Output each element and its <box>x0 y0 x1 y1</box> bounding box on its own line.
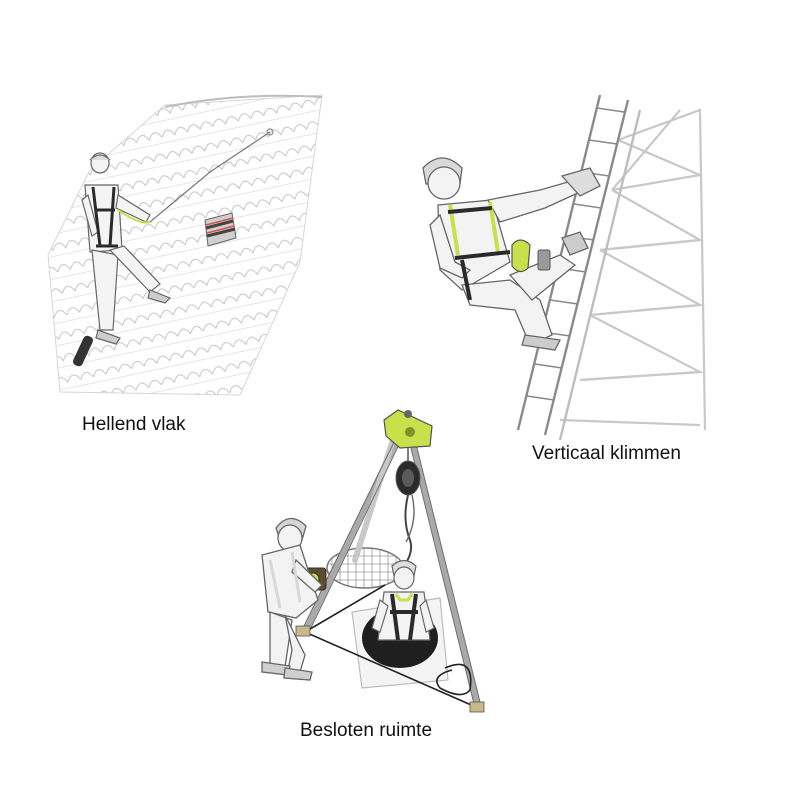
roof-worker-harness <box>91 186 118 248</box>
roof-anchor-icon <box>266 128 274 136</box>
roof-ridge <box>164 94 323 108</box>
caption-hellend-vlak: Hellend vlak <box>82 414 186 435</box>
roof-surface <box>47 94 323 396</box>
coiled-rope <box>436 663 472 696</box>
lanyard <box>117 209 151 224</box>
lifeline <box>149 131 271 223</box>
tripod-rescue-illustration <box>261 409 485 713</box>
tripod-foot-left <box>295 625 311 637</box>
rope-end-icon <box>73 335 93 367</box>
fall-arrester-icon <box>395 448 421 496</box>
tower-lattice <box>559 108 707 431</box>
operator-worker <box>261 517 323 681</box>
confined-space-worker <box>371 559 435 641</box>
caption-besloten-ruimte: Besloten ruimte <box>300 720 433 741</box>
rescue-cable <box>403 494 413 567</box>
ladder-climber-illustration <box>422 94 707 441</box>
rope-grab-icon <box>204 212 237 247</box>
roof-worker-illustration <box>47 94 323 396</box>
rescue-cable-2 <box>405 494 415 543</box>
caption-verticaal-klimmen: Verticaal klimmen <box>532 443 681 464</box>
tripod-legs-outline <box>301 431 482 709</box>
tripod-head-icon <box>383 409 433 449</box>
operator-harness <box>268 551 302 609</box>
carabiner-icon <box>511 239 551 273</box>
tripod-foot-right <box>469 701 485 713</box>
tripod-base-chain <box>304 584 479 709</box>
climber-harness <box>447 201 511 301</box>
confined-space-worker-harness <box>390 593 418 641</box>
